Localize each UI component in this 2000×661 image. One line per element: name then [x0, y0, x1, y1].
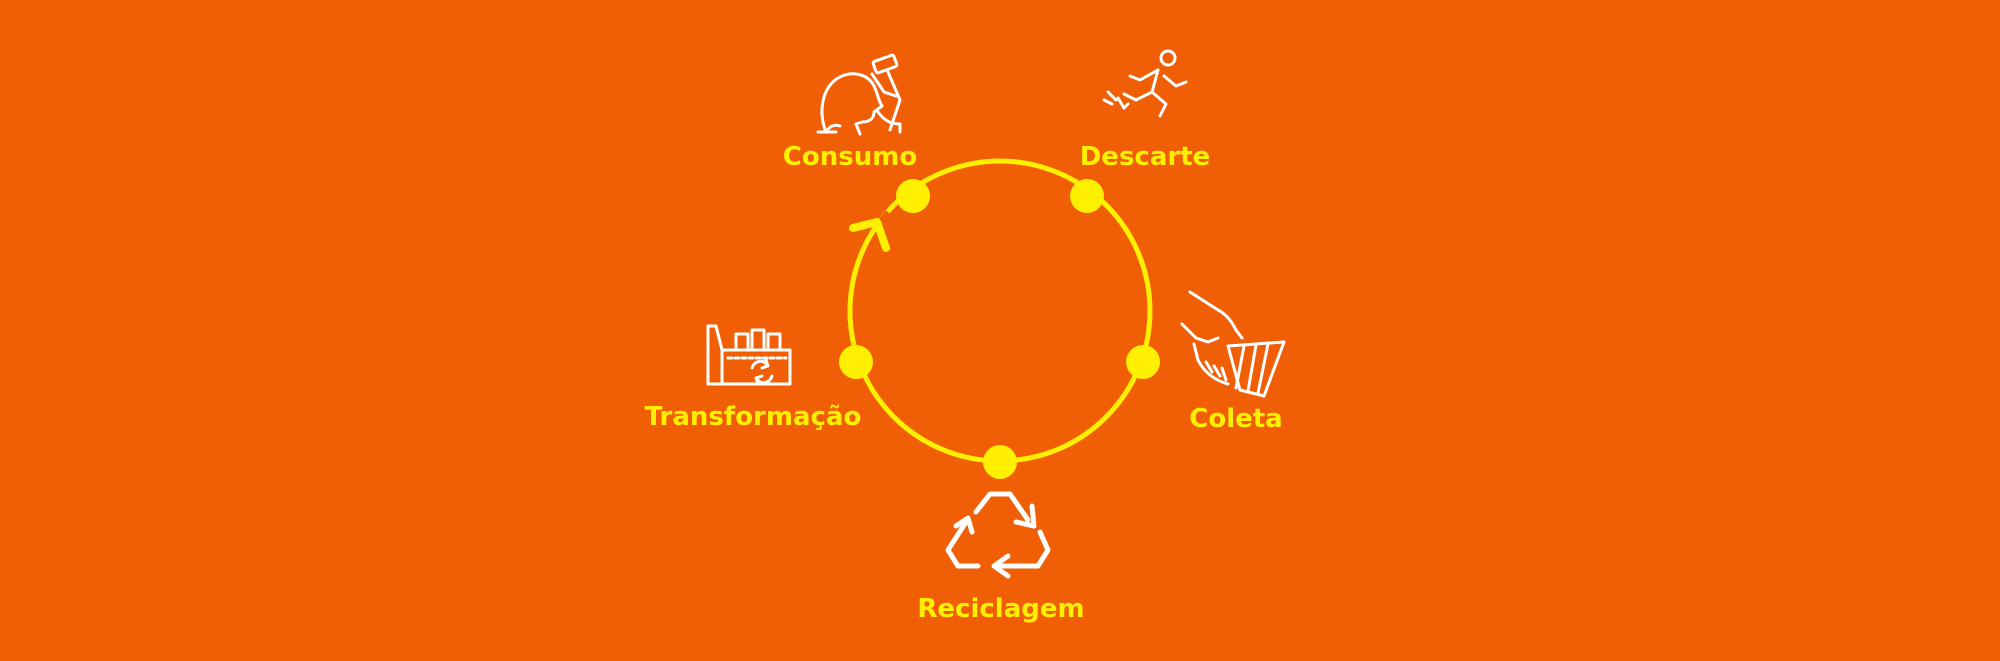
- hand-collecting-icon: [1180, 290, 1286, 398]
- node-coleta: [1126, 345, 1160, 379]
- stage-label-consumo: Consumo: [782, 142, 918, 172]
- node-transformacao: [839, 345, 873, 379]
- cycle-ring: [847, 158, 1153, 464]
- stage-label-transformacao: Transformação: [644, 402, 862, 432]
- node-consumo: [896, 179, 930, 213]
- drinking-person-icon: [816, 53, 902, 136]
- recycle-icon: [945, 491, 1051, 579]
- stage-label-descarte: Descarte: [1079, 142, 1211, 172]
- running-person-icon: [1102, 49, 1188, 118]
- node-reciclagem: [983, 445, 1017, 479]
- cycle-arrowhead: [849, 218, 890, 252]
- stage-label-reciclagem: Reciclagem: [917, 594, 1085, 624]
- node-descarte: [1070, 179, 1104, 213]
- factory-icon: [706, 324, 792, 386]
- stage-label-coleta: Coleta: [1189, 404, 1283, 434]
